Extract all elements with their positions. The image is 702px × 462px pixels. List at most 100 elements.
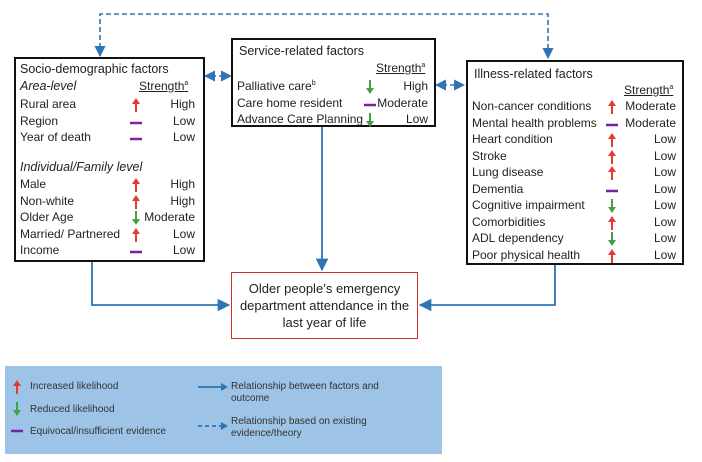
direction-indicator [606, 149, 618, 164]
factor-name: ADL dependency [472, 231, 564, 245]
up-arrow-icon [13, 380, 21, 394]
strength-value: High [170, 177, 195, 191]
direction-indicator [606, 117, 618, 131]
direction-indicator [606, 100, 618, 114]
factor-name: Palliative care [237, 79, 312, 93]
factor-label: Stroke [472, 149, 507, 163]
factor-footnote: b [311, 80, 316, 87]
strength-value: Low [653, 231, 676, 245]
legend-relationship: Relationship between factors and outcome [231, 381, 379, 405]
legend-existing-line1: Relationship based on existing [231, 416, 367, 427]
strength-value: High [403, 79, 428, 93]
direction-indicator [364, 113, 376, 127]
strength-value: Moderate [377, 95, 428, 110]
strength-value: Moderate [625, 99, 676, 113]
strength-value: Low [653, 165, 676, 179]
factor-label: Year of death [20, 130, 91, 144]
factor-name: Heart condition [472, 132, 553, 146]
factor-label: Income [20, 243, 59, 257]
equivocal-dash-icon [606, 189, 618, 192]
factor-name: Region [20, 113, 59, 128]
factor-label: Heart condition [472, 132, 553, 146]
factor-row: Income Low [16, 243, 203, 260]
illness-related-box: Illness-related factors Strengtha Non-ca… [466, 60, 684, 265]
factor-label: Comorbidities [472, 215, 545, 229]
strength-label: Strength [139, 79, 185, 93]
up-arrow-icon [132, 178, 140, 192]
factor-name: Income [20, 243, 60, 257]
direction-indicator [606, 248, 618, 263]
dashed-arrow-icon [198, 422, 228, 430]
up-arrow-icon [608, 133, 616, 147]
legend-existing: Relationship based on existing evidence/… [231, 416, 367, 440]
down-arrow-icon [608, 199, 616, 213]
equivocal-dash-icon [130, 137, 142, 141]
strength-value: Low [172, 130, 195, 144]
strength-value: High [170, 97, 195, 111]
factor-name: Advance Care Planning [237, 112, 364, 126]
solid-arrow-icon [198, 383, 228, 391]
direction-indicator [130, 98, 142, 112]
up-arrow-icon [132, 98, 140, 112]
factor-row: Male High [16, 177, 203, 194]
up-arrow-icon [608, 100, 616, 114]
direction-indicator [606, 183, 618, 197]
illness-title: Illness-related factors [474, 67, 593, 81]
factor-label: Male [20, 177, 46, 191]
legend: Increased likelihood Reduced likelihood … [5, 366, 442, 454]
factor-label: Advance Care Planning [237, 112, 363, 126]
factor-label: Married/ Partnered [20, 227, 120, 241]
up-arrow-icon [132, 227, 140, 242]
factor-row: Palliative careb High [233, 79, 434, 96]
factor-label: Lung disease [472, 165, 543, 179]
factor-name: Lung disease [472, 165, 544, 179]
legend-relationship-line1: Relationship between factors and [231, 381, 379, 392]
factor-name: Mental health problems [472, 115, 597, 130]
factor-row: Older Age Moderate [16, 210, 203, 227]
direction-indicator [130, 178, 142, 192]
factor-name: Year of death [20, 130, 91, 144]
strength-value: Low [653, 247, 676, 262]
factor-name: Comorbidities [472, 214, 546, 229]
strength-value: Low [405, 112, 428, 126]
factor-label: Non-cancer conditions [472, 99, 591, 113]
factor-label: Older Age [20, 210, 73, 224]
legend-increased: Increased likelihood [30, 381, 119, 392]
factor-label: Mental health problems [472, 116, 597, 130]
link-socio-outcome [91, 262, 231, 312]
link-illness-outcome [418, 265, 556, 312]
strength-value: Low [653, 132, 676, 146]
factor-name: Stroke [472, 148, 507, 163]
up-arrow-icon [608, 149, 616, 164]
direction-indicator [130, 131, 142, 145]
factor-label: Region [20, 114, 58, 128]
direction-indicator [130, 227, 142, 242]
strength-value: Low [653, 198, 676, 212]
strength-value: Low [172, 243, 195, 257]
factor-name: Care home resident [237, 95, 343, 110]
strength-value: Moderate [625, 115, 676, 130]
outcome-box: Older people’s emergency department atte… [231, 272, 418, 339]
factor-name: Married/ Partnered [20, 226, 121, 241]
factor-label: Cognitive impairment [472, 198, 585, 212]
up-arrow-icon [608, 248, 616, 263]
strength-label: Strength [624, 83, 670, 97]
strength-label: Strength [376, 61, 422, 75]
individual-level-heading: Individual/Family level [20, 160, 143, 174]
strength-value: Moderate [144, 210, 195, 224]
factor-label: Non-white [20, 194, 74, 208]
direction-indicator [130, 244, 142, 258]
area-level-heading: Area-level [20, 79, 77, 93]
direction-indicator [130, 211, 142, 225]
direction-indicator [364, 97, 376, 111]
factor-row: Care home resident Moderate [233, 96, 434, 113]
legend-equivocal: Equivocal/insufficient evidence [30, 426, 167, 437]
factor-row: Non-cancer conditions Moderate [468, 99, 682, 116]
direction-indicator [606, 215, 618, 230]
strength-value: High [170, 193, 195, 208]
legend-existing-line2: evidence/theory [231, 428, 302, 439]
